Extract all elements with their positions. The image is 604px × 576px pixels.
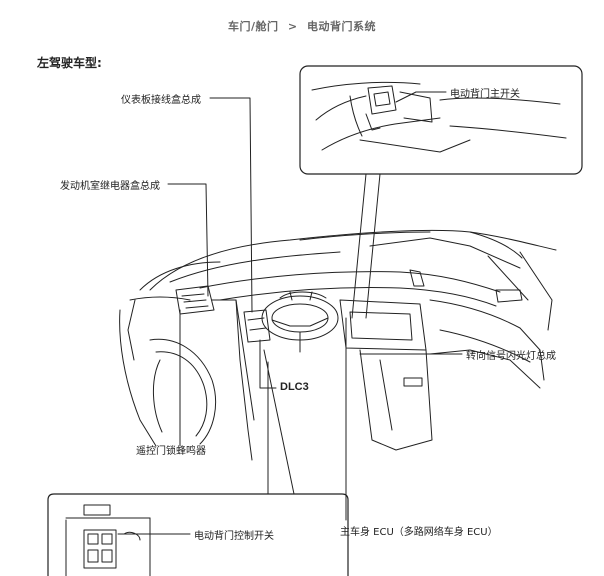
vehicle-dashboard-drawing	[119, 229, 557, 461]
label-main-body-ecu: 主车身 ECU（多路网络车身 ECU）	[340, 527, 498, 538]
page-subtitle: 左驾驶车型:	[37, 56, 102, 70]
breadcrumb-item-power-back-door[interactable]: 电动背门系统	[306, 20, 376, 33]
inset-pointer-left	[351, 173, 367, 319]
label-instrument-junction-box: 仪表板接线盒总成	[121, 95, 201, 106]
label-back-door-control-switch: 电动背门控制开关	[194, 531, 274, 542]
inset-back-door-main-switch	[299, 65, 583, 175]
label-back-door-main-switch: 电动背门主开关	[450, 89, 520, 100]
breadcrumb: 车门/舱门 > 电动背门系统	[0, 18, 604, 34]
label-turn-signal-flasher: 转向信号闪光灯总成	[466, 351, 556, 362]
label-engine-relay-box: 发动机室继电器盒总成	[60, 181, 160, 192]
breadcrumb-item-doors[interactable]: 车门/舱门	[228, 20, 279, 33]
inset-back-door-control-switch	[47, 493, 349, 576]
label-remote-buzzer: 遥控门锁蜂鸣器	[136, 446, 206, 457]
label-dlc3: DLC3	[280, 381, 309, 393]
breadcrumb-separator: >	[287, 20, 298, 33]
leader-lines	[117, 91, 463, 535]
